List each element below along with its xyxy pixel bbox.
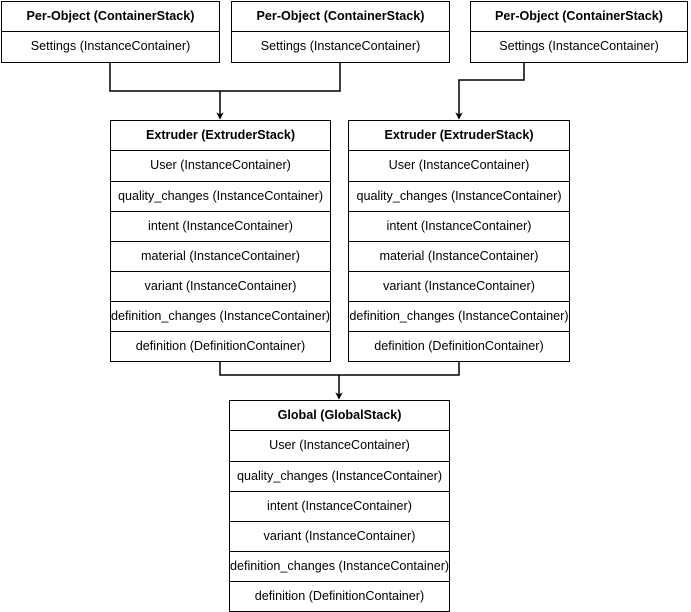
stack-row: Settings (InstanceContainer)	[232, 32, 449, 62]
stack-global: Global (GlobalStack) User (InstanceConta…	[229, 400, 450, 612]
stack-row: definition_changes (InstanceContainer)	[111, 301, 330, 331]
stack-row: variant (InstanceContainer)	[349, 271, 569, 301]
edge-per-object-2-to-extruder-1	[220, 59, 341, 92]
stack-extruder-2: Extruder (ExtruderStack) User (InstanceC…	[348, 120, 570, 362]
stack-row: quality_changes (InstanceContainer)	[230, 461, 449, 491]
stack-row: User (InstanceContainer)	[111, 151, 330, 181]
stack-header: Per-Object (ContainerStack)	[471, 2, 687, 32]
stack-row: definition (DefinitionContainer)	[230, 581, 449, 611]
edge-extruder-2-to-global	[339, 361, 460, 376]
stack-row: Settings (InstanceContainer)	[471, 32, 687, 62]
stack-row: definition (DefinitionContainer)	[111, 331, 330, 361]
stack-row: material (InstanceContainer)	[111, 241, 330, 271]
stack-row: intent (InstanceContainer)	[349, 211, 569, 241]
stack-header: Per-Object (ContainerStack)	[232, 2, 449, 32]
stack-header: Per-Object (ContainerStack)	[2, 2, 219, 32]
stack-row: User (InstanceContainer)	[349, 151, 569, 181]
stack-header: Global (GlobalStack)	[230, 401, 449, 431]
stack-row: intent (InstanceContainer)	[230, 491, 449, 521]
stack-row: Settings (InstanceContainer)	[2, 32, 219, 62]
stack-row: quality_changes (InstanceContainer)	[349, 181, 569, 211]
stack-row: intent (InstanceContainer)	[111, 211, 330, 241]
stack-row: variant (InstanceContainer)	[230, 521, 449, 551]
stack-per-object-2: Per-Object (ContainerStack) Settings (In…	[231, 1, 450, 63]
stack-extruder-1: Extruder (ExtruderStack) User (InstanceC…	[110, 120, 331, 362]
stack-row: quality_changes (InstanceContainer)	[111, 181, 330, 211]
edge-per-object-1-to-extruder-1	[109, 59, 220, 92]
stack-per-object-1: Per-Object (ContainerStack) Settings (In…	[1, 1, 220, 63]
stack-header: Extruder (ExtruderStack)	[111, 121, 330, 151]
edge-per-object-3-to-extruder-2	[455, 59, 525, 120]
stack-row: definition_changes (InstanceContainer)	[230, 551, 449, 581]
stack-row: definition (DefinitionContainer)	[349, 331, 569, 361]
stack-row: material (InstanceContainer)	[349, 241, 569, 271]
stack-per-object-3: Per-Object (ContainerStack) Settings (In…	[470, 1, 688, 63]
stack-header: Extruder (ExtruderStack)	[349, 121, 569, 151]
edge-extruder-1-to-global	[219, 361, 339, 376]
stack-row: definition_changes (InstanceContainer)	[349, 301, 569, 331]
stack-row: User (InstanceContainer)	[230, 431, 449, 461]
stack-row: variant (InstanceContainer)	[111, 271, 330, 301]
